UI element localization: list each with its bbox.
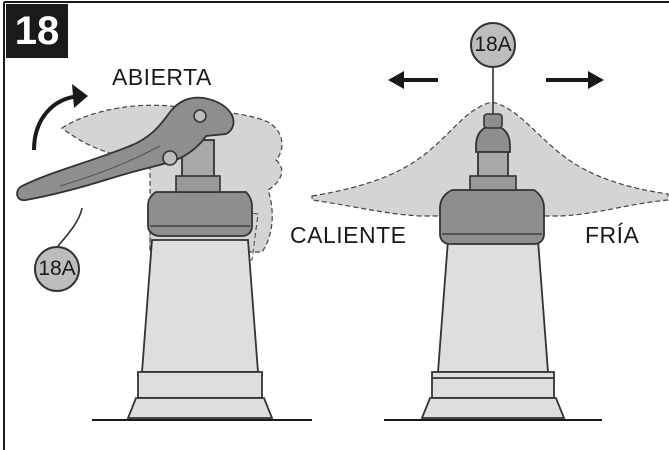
left-callout-leader	[57, 207, 83, 247]
left-bottle-body	[141, 239, 259, 373]
label-hot: CALIENTE	[290, 222, 407, 248]
left-cap	[147, 191, 253, 237]
label-open: ABIERTA	[112, 64, 212, 90]
hot-arrow-head	[388, 71, 404, 89]
left-bottle-ring-band	[137, 371, 263, 399]
left-unit	[16, 84, 312, 421]
open-arrow	[32, 94, 81, 151]
right-cap	[439, 189, 545, 245]
step-number-badge: 18	[6, 4, 68, 58]
right-valve-knob	[475, 125, 511, 153]
left-lever-pivot	[162, 150, 178, 166]
callout-18a-right: 18A	[470, 22, 516, 68]
open-arrow-head	[72, 84, 88, 108]
right-valve-collar	[469, 175, 517, 191]
right-bottle-foot	[420, 397, 566, 419]
right-unit	[311, 68, 669, 421]
left-neck-collar	[175, 175, 221, 193]
right-bottle-ring-band	[431, 371, 555, 399]
label-cold: FRÍA	[585, 222, 640, 248]
callout-18a-left: 18A	[34, 246, 80, 292]
left-lever	[16, 96, 235, 202]
right-valve-top	[483, 113, 503, 129]
cold-arrow-head	[588, 71, 604, 89]
right-bottle-body	[437, 239, 549, 373]
left-lever-pin	[193, 109, 207, 123]
left-bottle-foot	[126, 397, 274, 419]
left-lever-detail	[59, 145, 161, 187]
